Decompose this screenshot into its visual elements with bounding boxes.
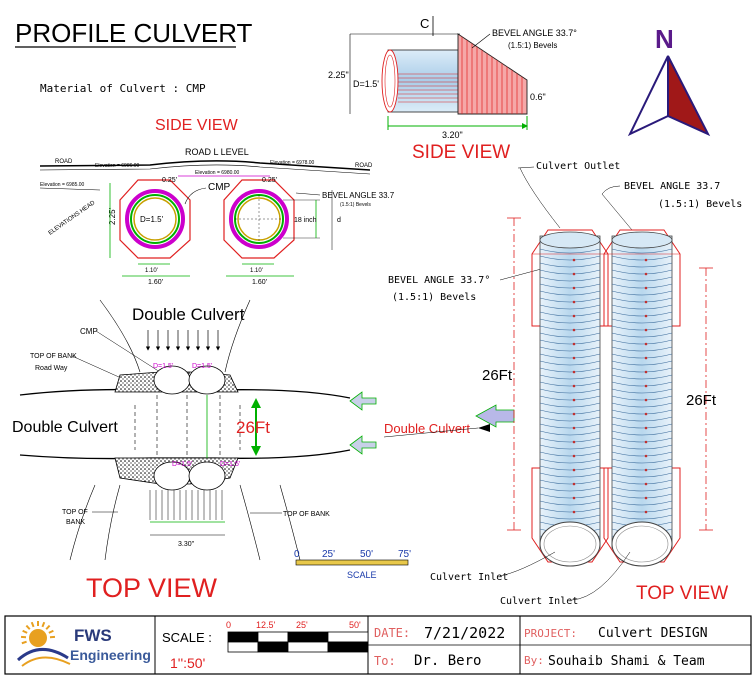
- to-value: Dr. Bero: [414, 653, 481, 669]
- side-view-profile: C 2.25" D=1.5' 0.6" 3.20" BEVEL ANGLE 33…: [328, 16, 577, 163]
- footer-scale-tick-2: 25': [296, 620, 308, 630]
- d-label-top-1: D=1.5': [153, 363, 173, 370]
- elev-head: ELEVATIONS HEAD: [48, 200, 97, 237]
- brand-engineering: Engineering: [70, 647, 151, 663]
- project-value: Culvert DESIGN: [598, 626, 708, 641]
- side-view-label: SIDE VIEW: [155, 117, 239, 134]
- scale-word: SCALE: [347, 570, 377, 580]
- dim-160-left: 1.60': [148, 279, 163, 286]
- road-way: Road Way: [35, 365, 68, 372]
- date-value: 7/21/2022: [424, 624, 505, 642]
- cross-section: ROAD L LEVEL ROAD ROAD Elevation = 6986.…: [39, 147, 395, 286]
- dim-330: 3.30": [178, 541, 195, 548]
- dim-110-left: 1.10': [145, 268, 158, 274]
- bevel-label-4b: (1.5:1) Bevels: [392, 292, 476, 303]
- title-block: FWS Engineering SCALE : 0 12.5' 25' 50' …: [4, 615, 752, 675]
- company-logo: FWS Engineering: [16, 621, 151, 667]
- scale-tick-25: 25': [322, 549, 335, 560]
- elev-low: Elevation = 6985.00: [40, 182, 85, 188]
- elev-mid: Elevation = 6980.00: [195, 170, 240, 176]
- dim-18-inch: 18 inch: [294, 217, 317, 224]
- double-culvert-left: Double Culvert: [12, 419, 118, 436]
- footer-scale-label: SCALE :: [162, 630, 212, 645]
- scale-tick-0: 0: [294, 549, 300, 560]
- top-view-pipes: Culvert Outlet BEVEL ANGLE 33.7 (1.5:1) …: [388, 161, 742, 607]
- dim-225-left: 2.25': [108, 207, 117, 225]
- by-label: By:: [524, 654, 544, 667]
- top-view-plan: Double Culvert CMP TOP OF BANK Road Way …: [12, 299, 377, 603]
- to-label: To:: [374, 654, 396, 668]
- side-view-label-2: SIDE VIEW: [412, 142, 510, 163]
- elev-right: Elevation = 6978.00: [270, 160, 315, 166]
- cmp-label-2: CMP: [80, 327, 98, 336]
- d-label-left: D=1.5': [140, 215, 164, 224]
- ft26-pipe-left: 26Ft: [482, 367, 513, 384]
- bevel-label-3b: (1.5:1) Bevels: [658, 199, 742, 210]
- footer-scale-tick-0: 0: [226, 620, 231, 630]
- centerline-mark: C: [420, 16, 429, 31]
- double-culvert-top: Double Culvert: [132, 305, 245, 324]
- d-label-top-3: D=1.5': [172, 461, 192, 468]
- dim-2-25-side: 2.25": [328, 70, 349, 80]
- top-view-label: TOP VIEW: [86, 573, 218, 603]
- dim-d: d: [337, 217, 341, 224]
- footer-scale-tick-1: 12.5': [256, 620, 276, 630]
- d-label-top-2: D=1.5': [192, 363, 212, 370]
- elev-left: Elevation = 6986.00: [95, 163, 140, 169]
- small-scale: 0 25' 50' 75' SCALE: [294, 549, 411, 580]
- top-view-label-2: TOP VIEW: [636, 583, 728, 604]
- dim-110-right: 1.10': [250, 268, 263, 274]
- road-level-label: ROAD L LEVEL: [185, 147, 249, 157]
- d-label-top-4: D=1.5': [220, 461, 240, 468]
- bevel-label-1: BEVEL ANGLE 33.7°: [492, 28, 577, 38]
- bevel-label-1b: (1.5:1) Bevels: [508, 41, 557, 50]
- bevel-label-2b: (1.5:1) Bevels: [340, 202, 371, 208]
- bevel-label-3: BEVEL ANGLE 33.7: [624, 181, 720, 192]
- culvert-inlet-label-1: Culvert Inlet: [430, 572, 508, 583]
- culvert-inlet-label-2: Culvert Inlet: [500, 596, 578, 607]
- title: PROFILE CULVERT: [15, 18, 253, 48]
- dim-025-left: 0.25': [162, 177, 177, 184]
- flow-arrow-middle: Double Culvert: [383, 404, 515, 438]
- dim-025-right: 0.25': [262, 177, 277, 184]
- scale-tick-75: 75': [398, 549, 411, 560]
- top-of-bank-left-1: TOP OF: [62, 509, 88, 516]
- dim-160-right: 1.60': [252, 279, 267, 286]
- double-culvert-mid: Double Culvert: [384, 421, 470, 436]
- ft26-pipe-right: 26Ft: [686, 392, 717, 409]
- date-label: DATE:: [374, 626, 410, 640]
- bevel-label-2: BEVEL ANGLE 33.7: [322, 191, 395, 200]
- road-left: ROAD: [55, 159, 73, 165]
- top-of-bank-left-2: BANK: [66, 519, 85, 526]
- brand-fws: FWS: [74, 626, 112, 645]
- dim-0-6: 0.6": [530, 92, 546, 102]
- ft26-top-view: 26Ft: [236, 418, 270, 437]
- north-arrow: N: [627, 24, 711, 137]
- scale-tick-50: 50': [360, 549, 373, 560]
- culvert-outlet-label: Culvert Outlet: [536, 161, 620, 172]
- by-value: Souhaib Shami & Team: [548, 654, 705, 669]
- dim-3-20: 3.20": [442, 130, 463, 140]
- cmp-label: CMP: [208, 182, 231, 193]
- footer-scale-tick-3: 50': [349, 620, 361, 630]
- material-label: Material of Culvert : CMP: [40, 82, 206, 95]
- north-label: N: [655, 24, 674, 54]
- road-right: ROAD: [355, 163, 373, 169]
- top-of-bank-right: TOP OF BANK: [283, 511, 330, 518]
- d-label-side: D=1.5': [353, 79, 379, 89]
- top-of-bank: TOP OF BANK: [30, 353, 77, 360]
- footer-scale-ratio: 1'':50': [170, 655, 205, 671]
- project-label: PROJECT:: [524, 627, 577, 640]
- bevel-label-4: BEVEL ANGLE 33.7°: [388, 275, 490, 286]
